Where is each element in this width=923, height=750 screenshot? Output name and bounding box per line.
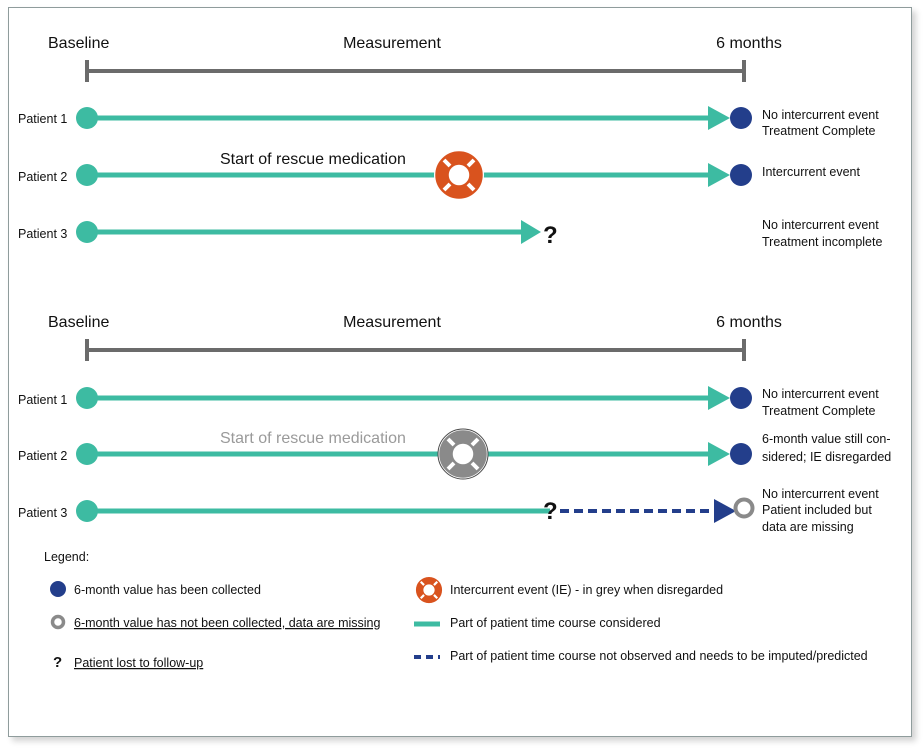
legend-ie: Intercurrent event (IE) - in grey when d… <box>450 583 723 597</box>
arrow-head <box>521 220 541 244</box>
collected-value-dot <box>730 107 752 129</box>
outcome-note-line2: Treatment incomplete <box>762 235 882 249</box>
legend-lost: Patient lost to follow-up <box>74 656 203 670</box>
outcome-note-line2: Treatment Complete <box>762 124 876 138</box>
baseline-label: Baseline <box>48 35 109 52</box>
panel-2: Baseline Measurement 6 months Patient 1 … <box>18 314 891 534</box>
patient-2-row: Patient 2 Start of rescue medication Int… <box>18 150 860 200</box>
measurement-label: Measurement <box>343 35 441 52</box>
patient-2-row: Patient 2 Start of rescue medication 6-m… <box>18 429 891 479</box>
rescue-medication-label: Start of rescue medication <box>220 151 406 168</box>
outcome-note-line1: No intercurrent event <box>762 387 879 401</box>
patient-label: Patient 3 <box>18 506 67 520</box>
lost-to-follow-up-mark: ? <box>543 498 558 525</box>
outcome-note-line1: No intercurrent event <box>762 487 879 501</box>
outcome-note-line1: Intercurrent event <box>762 165 860 179</box>
patient-3-row: Patient 3 ? No intercurrent event Treatm… <box>18 218 882 249</box>
six-months-label: 6 months <box>716 35 782 52</box>
patient-label: Patient 2 <box>18 449 67 463</box>
measurement-label: Measurement <box>343 314 441 331</box>
arrow-head <box>708 442 730 466</box>
outcome-note-line2: Treatment Complete <box>762 404 876 418</box>
outcome-note-line2: Patient included but <box>762 503 872 517</box>
arrow-head <box>708 163 730 187</box>
baseline-label: Baseline <box>48 314 109 331</box>
panel-1: Baseline Measurement 6 months Patient 1 … <box>18 35 882 249</box>
legend-title: Legend: <box>44 550 89 564</box>
patient-label: Patient 1 <box>18 393 67 407</box>
legend-considered: Part of patient time course considered <box>450 616 661 630</box>
collected-dot-icon <box>50 581 66 597</box>
time-axis <box>85 60 746 82</box>
missing-value-ring <box>733 497 755 519</box>
outcome-note-line1: No intercurrent event <box>762 218 879 232</box>
outcome-note-line3: data are missing <box>762 520 854 534</box>
patient-1-row: Patient 1 No intercurrent event Treatmen… <box>18 106 879 138</box>
question-mark-icon: ? <box>53 654 62 671</box>
figure-frame <box>8 7 912 737</box>
legend: Legend: 6-month value has been collected… <box>44 550 868 671</box>
outcome-note-line2: sidered; IE disregarded <box>762 450 891 464</box>
missing-ring-icon <box>50 614 66 630</box>
lifebuoy-icon <box>434 150 484 200</box>
collected-value-dot <box>730 443 752 465</box>
lifebuoy-icon <box>415 576 443 604</box>
outcome-note-line1: No intercurrent event <box>762 108 879 122</box>
rescue-medication-label: Start of rescue medication <box>220 430 406 447</box>
collected-value-dot <box>730 387 752 409</box>
time-axis <box>85 339 746 361</box>
outcome-note-line1: 6-month value still con- <box>762 432 891 446</box>
patient-label: Patient 1 <box>18 112 67 126</box>
arrow-head <box>714 499 736 523</box>
arrow-head <box>708 386 730 410</box>
collected-value-dot <box>730 164 752 186</box>
patient-3-row: Patient 3 ? No intercurrent event Patien… <box>18 487 879 534</box>
legend-not-observed: Part of patient time course not observed… <box>450 649 868 663</box>
patient-label: Patient 3 <box>18 227 67 241</box>
arrow-head <box>708 106 730 130</box>
lifebuoy-icon <box>438 429 488 479</box>
six-months-label: 6 months <box>716 314 782 331</box>
legend-collected: 6-month value has been collected <box>74 583 261 597</box>
lost-to-follow-up-mark: ? <box>543 222 558 249</box>
patient-1-row: Patient 1 No intercurrent event Treatmen… <box>18 386 879 418</box>
legend-missing: 6-month value has not been collected, da… <box>74 616 380 630</box>
patient-label: Patient 2 <box>18 170 67 184</box>
